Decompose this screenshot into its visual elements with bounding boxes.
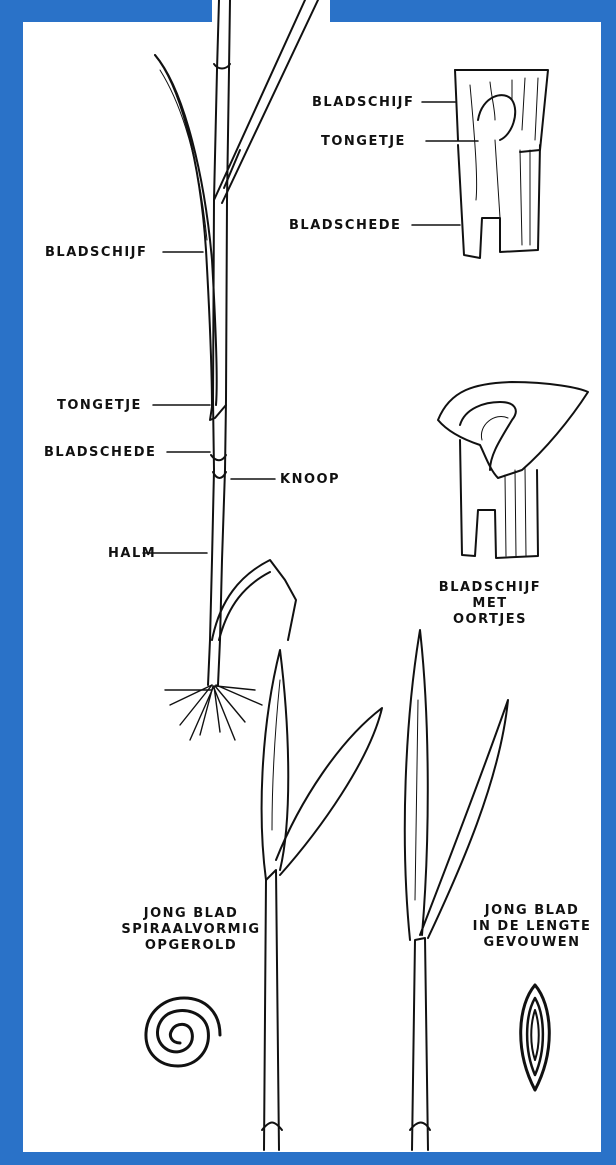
caption-lengte: JONG BLAD IN DE LENGTE GEVOUWEN xyxy=(468,903,596,951)
label-tongetje: TONGETJE xyxy=(57,398,142,414)
label-bladschijf: BLADSCHIJF xyxy=(45,245,147,261)
label-knoop: KNOOP xyxy=(280,472,340,488)
caption-lengte-line2: IN DE LENGTE xyxy=(468,919,596,935)
label-bladschede: BLADSCHEDE xyxy=(44,445,156,461)
caption-oortjes-line1: BLADSCHIJF xyxy=(430,580,550,596)
caption-spiraal-line1: JONG BLAD xyxy=(118,906,264,922)
label-detail-bladschede: BLADSCHEDE xyxy=(289,218,401,234)
label-detail-bladschijf: BLADSCHIJF xyxy=(312,95,414,111)
caption-spiraal-line2: SPIRAALVORMIG xyxy=(118,922,264,938)
caption-oortjes-line3: OORTJES xyxy=(430,612,550,628)
caption-spiraal-line3: OPGEROLD xyxy=(118,938,264,954)
label-halm: HALM xyxy=(108,546,156,562)
label-detail-tongetje: TONGETJE xyxy=(321,134,406,150)
caption-spiraal: JONG BLAD SPIRAALVORMIG OPGEROLD xyxy=(118,906,264,954)
caption-oortjes-line2: MET xyxy=(430,596,550,612)
caption-lengte-line3: GEVOUWEN xyxy=(468,935,596,951)
caption-oortjes: BLADSCHIJF MET OORTJES xyxy=(430,580,550,628)
caption-lengte-line1: JONG BLAD xyxy=(468,903,596,919)
